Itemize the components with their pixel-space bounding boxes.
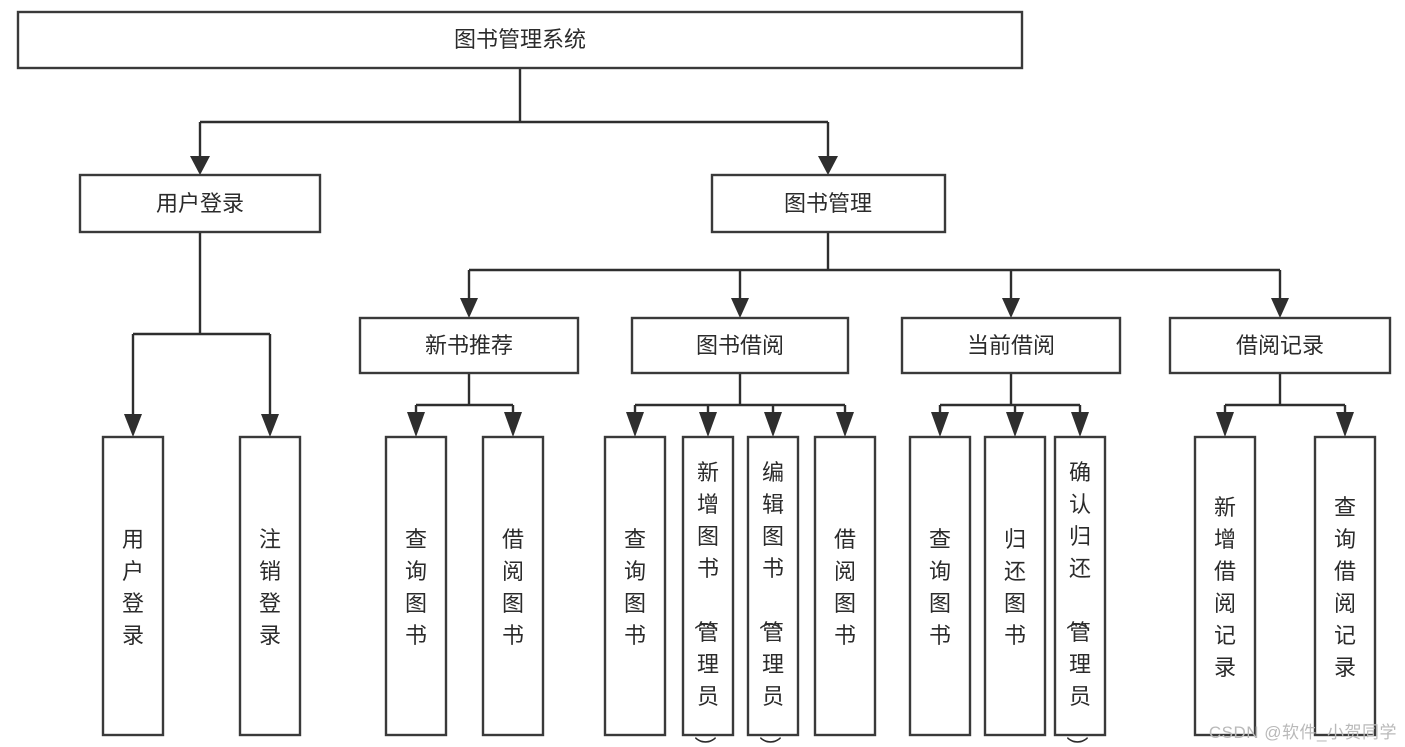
- leaf-label: 查询图书: [624, 527, 646, 648]
- leaf-label: 用户登录: [122, 527, 144, 648]
- arrow-head-leaf-query-book-1: [407, 412, 425, 437]
- connector-book-borrow-to-leaves: [626, 373, 854, 437]
- leaf-leaf-query-record[interactable]: 查询借阅记录: [1313, 435, 1377, 737]
- arrow-head-leaf-edit-book: [764, 412, 782, 437]
- leaf-leaf-query-book-3[interactable]: 查询图书: [908, 435, 972, 737]
- node-user-login[interactable]: 用户登录: [78, 173, 322, 234]
- node-root[interactable]: 图书管理系统: [16, 10, 1024, 70]
- leaf-box[interactable]: [1313, 435, 1377, 737]
- node-book-management[interactable]: 图书管理: [710, 173, 947, 234]
- leaf-leaf-logout[interactable]: 注销登录: [238, 435, 302, 737]
- arrow-head-leaf-borrow-book-1: [504, 412, 522, 437]
- leaf-box[interactable]: [746, 435, 800, 737]
- leaf-label: 查询借阅记录: [1334, 495, 1356, 680]
- leaf-label: 查询图书: [405, 527, 427, 648]
- leaf-leaf-borrow-book-2[interactable]: 借阅图书: [813, 435, 877, 737]
- node-borrow-record-label: 借阅记录: [1236, 333, 1324, 358]
- leaf-leaf-add-book[interactable]: 新增图书（管理员）: [681, 435, 735, 747]
- arrow-head-leaf-confirm-return: [1071, 412, 1089, 437]
- leaf-leaf-borrow-book-1[interactable]: 借阅图书: [481, 435, 545, 737]
- node-root-label: 图书管理系统: [454, 27, 586, 52]
- arrow-head-leaf-user-login: [124, 414, 142, 437]
- arrow-head-leaf-query-book-3: [931, 412, 949, 437]
- node-new-book-recommend[interactable]: 新书推荐: [358, 316, 580, 375]
- leaf-box[interactable]: [101, 435, 165, 737]
- leaf-leaf-add-record[interactable]: 新增借阅记录: [1193, 435, 1257, 737]
- leaf-label: 新增图书（管理员）: [692, 460, 719, 747]
- node-book-borrow-label: 图书借阅: [696, 333, 784, 358]
- connector-user-login-to-leaves: [124, 232, 279, 437]
- arrow-head-leaf-query-record: [1336, 412, 1354, 437]
- node-book-borrow-box[interactable]: [630, 316, 850, 375]
- node-borrow-record-box[interactable]: [1168, 316, 1392, 375]
- node-borrow-record[interactable]: 借阅记录: [1168, 316, 1392, 375]
- arrow-head-leaf-add-book: [699, 412, 717, 437]
- leaf-box[interactable]: [603, 435, 667, 737]
- leaf-label: 查询图书: [929, 527, 951, 648]
- arrow-head-leaf-query-book-2: [626, 412, 644, 437]
- arrow-head-new-book: [460, 298, 478, 318]
- connector-layer: [124, 68, 1354, 437]
- leaf-box[interactable]: [908, 435, 972, 737]
- connector-current-borrow-to-leaves: [931, 373, 1089, 437]
- arrow-head-book-borrow: [731, 298, 749, 318]
- leaf-box[interactable]: [384, 435, 448, 737]
- node-new-book-recommend-label: 新书推荐: [425, 333, 513, 358]
- node-root-box[interactable]: [16, 10, 1024, 70]
- leaf-box[interactable]: [681, 435, 735, 737]
- leaf-box[interactable]: [983, 435, 1047, 737]
- leaf-box[interactable]: [1053, 435, 1107, 737]
- arrow-head-leaf-logout: [261, 414, 279, 437]
- leaf-label: 借阅图书: [502, 527, 524, 648]
- leaf-label: 确认归还（管理员）: [1064, 460, 1091, 747]
- leaf-label: 借阅图书: [834, 527, 856, 648]
- arrow-head-current-borrow: [1002, 298, 1020, 318]
- connector-borrow-record-to-leaves: [1216, 373, 1354, 437]
- connector-book-management-to-level3: [460, 232, 1289, 318]
- leaf-box[interactable]: [813, 435, 877, 737]
- leaf-label: 归还图书: [1004, 527, 1026, 648]
- node-book-management-label: 图书管理: [784, 191, 872, 216]
- node-user-login-box[interactable]: [78, 173, 322, 234]
- node-current-borrow-box[interactable]: [900, 316, 1122, 375]
- node-user-login-label: 用户登录: [156, 191, 244, 216]
- arrow-head-leaf-return-book: [1006, 412, 1024, 437]
- leaf-leaf-edit-book[interactable]: 编辑图书（管理员）: [746, 435, 800, 747]
- connector-root-to-level2: [190, 68, 838, 175]
- node-current-borrow[interactable]: 当前借阅: [900, 316, 1122, 375]
- node-new-book-recommend-box[interactable]: [358, 316, 580, 375]
- arrow-head-borrow-record: [1271, 298, 1289, 318]
- leaf-leaf-user-login[interactable]: 用户登录: [101, 435, 165, 737]
- node-current-borrow-label: 当前借阅: [967, 333, 1055, 358]
- leaf-box[interactable]: [238, 435, 302, 737]
- leaf-leaf-query-book-2[interactable]: 查询图书: [603, 435, 667, 737]
- arrow-head-book-management: [818, 156, 838, 175]
- arrow-head-user-login: [190, 156, 210, 175]
- leaf-box[interactable]: [1193, 435, 1257, 737]
- connector-new-book-to-leaves: [407, 373, 522, 437]
- arrow-head-leaf-borrow-book-2: [836, 412, 854, 437]
- arrow-head-leaf-add-record: [1216, 412, 1234, 437]
- leaf-label: 新增借阅记录: [1214, 495, 1236, 680]
- leaf-node-layer: 用户登录 注销登录 查询图书 借阅图书 查询图书 新增图书（管理员） 编辑图书（管理员） 借阅…: [101, 435, 1377, 747]
- node-book-management-box[interactable]: [710, 173, 947, 234]
- leaf-box[interactable]: [481, 435, 545, 737]
- node-book-borrow[interactable]: 图书借阅: [630, 316, 850, 375]
- leaf-leaf-query-book-1[interactable]: 查询图书: [384, 435, 448, 737]
- leaf-label: 编辑图书（管理员）: [757, 460, 784, 747]
- leaf-leaf-return-book[interactable]: 归还图书: [983, 435, 1047, 737]
- leaf-leaf-confirm-return[interactable]: 确认归还（管理员）: [1053, 435, 1107, 747]
- leaf-label: 注销登录: [259, 527, 281, 648]
